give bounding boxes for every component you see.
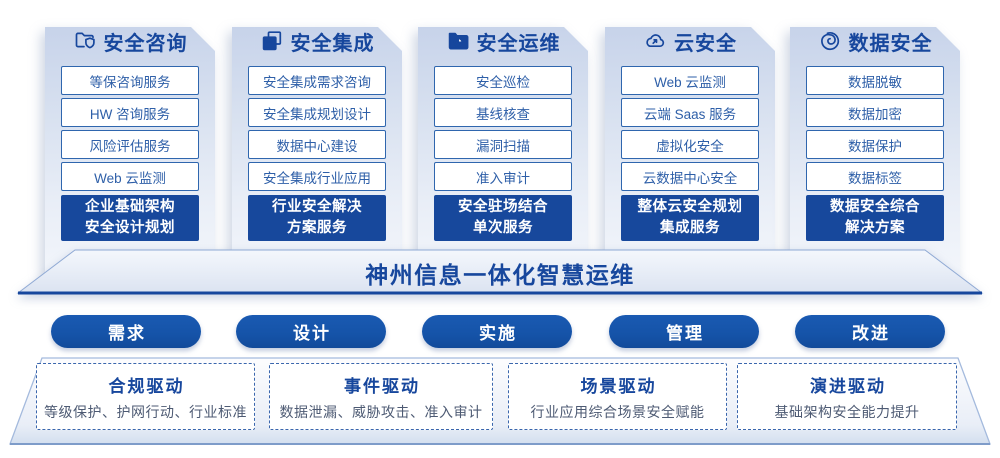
- driver-title: 合规驱动: [108, 376, 185, 396]
- service-item: 准入审计: [434, 162, 572, 191]
- spiral-icon: [818, 29, 842, 53]
- driver-desc: 数据泄漏、威胁攻击、准入审计: [279, 403, 483, 420]
- card-background: 云安全 Web 云监测 云端 Saas 服务 虚拟化安全 云数据中心安全 整体云…: [605, 27, 775, 275]
- card-background: 安全集成 安全集成需求咨询 安全集成规划设计 数据中心建设 安全集成行业应用 行…: [232, 27, 402, 275]
- documents-icon: [260, 29, 284, 53]
- service-item: 安全集成规划设计: [248, 98, 386, 127]
- card-footer: 安全驻场结合 单次服务: [434, 195, 572, 241]
- service-item: 数据保护: [806, 130, 944, 159]
- service-card-integration: 安全集成 安全集成需求咨询 安全集成规划设计 数据中心建设 安全集成行业应用 行…: [232, 5, 402, 253]
- service-item: 数据中心建设: [248, 130, 386, 159]
- card-items: 安全巡检 基线核查 漏洞扫描 准入审计: [418, 66, 588, 191]
- driver-box-evolution: 演进驱动 基础架构安全能力提升: [737, 363, 957, 430]
- service-item: 风险评估服务: [61, 130, 199, 159]
- platform-banner-title: 神州信息一体化智慧运维: [365, 262, 635, 288]
- service-item: Web 云监测: [61, 162, 199, 191]
- service-item: 云端 Saas 服务: [621, 98, 759, 127]
- service-item: 云数据中心安全: [621, 162, 759, 191]
- driver-desc: 等级保护、护网行动、行业标准: [44, 403, 247, 420]
- service-item: 虚拟化安全: [621, 130, 759, 159]
- card-footer-line: 集成服务: [660, 220, 720, 236]
- driver-desc: 基础架构安全能力提升: [774, 403, 920, 420]
- cloud-icon: [643, 29, 667, 53]
- service-item: 数据脱敏: [806, 66, 944, 95]
- step-pill-improve: 改进: [795, 315, 945, 348]
- card-header: 安全集成: [232, 27, 402, 55]
- service-item: 数据标签: [806, 162, 944, 191]
- service-card-operations: 安全运维 安全巡检 基线核查 漏洞扫描 准入审计 安全驻场结合 单次服务: [418, 5, 588, 253]
- card-footer-line: 方案服务: [287, 220, 347, 236]
- card-footer-line: 行业安全解决: [272, 199, 362, 216]
- card-footer-line: 整体云安全规划: [637, 199, 743, 216]
- card-items: Web 云监测 云端 Saas 服务 虚拟化安全 云数据中心安全: [605, 66, 775, 191]
- service-card-cloud-security: 云安全 Web 云监测 云端 Saas 服务 虚拟化安全 云数据中心安全 整体云…: [605, 5, 775, 253]
- card-footer: 行业安全解决 方案服务: [248, 195, 386, 241]
- service-card-data-security: 数据安全 数据脱敏 数据加密 数据保护 数据标签 数据安全综合 解决方案: [790, 5, 960, 253]
- card-title: 云安全: [674, 32, 737, 55]
- driver-box-compliance: 合规驱动 等级保护、护网行动、行业标准: [36, 363, 255, 430]
- card-background: 安全运维 安全巡检 基线核查 漏洞扫描 准入审计 安全驻场结合 单次服务: [418, 27, 588, 275]
- card-title: 安全集成: [290, 32, 375, 55]
- card-footer: 整体云安全规划 集成服务: [621, 195, 759, 241]
- step-pill-implement: 实施: [422, 315, 572, 348]
- folder-pie-icon: [446, 29, 470, 53]
- service-item: 安全集成行业应用: [248, 162, 386, 191]
- card-footer-line: 数据安全综合: [830, 199, 920, 216]
- card-title: 数据安全: [848, 32, 933, 55]
- card-background: 数据安全 数据脱敏 数据加密 数据保护 数据标签 数据安全综合 解决方案: [790, 27, 960, 275]
- card-title: 安全咨询: [103, 32, 188, 55]
- driver-box-incident: 事件驱动 数据泄漏、威胁攻击、准入审计: [269, 363, 493, 430]
- service-item: HW 咨询服务: [61, 98, 199, 127]
- card-footer-line: 安全驻场结合: [458, 199, 548, 216]
- card-header: 安全咨询: [45, 27, 215, 55]
- card-footer-line: 企业基础架构: [85, 199, 175, 216]
- service-item: Web 云监测: [621, 66, 759, 95]
- driver-title: 演进驱动: [810, 376, 886, 396]
- card-header: 安全运维: [418, 27, 588, 55]
- driver-box-scenario: 场景驱动 行业应用综合场景安全赋能: [508, 363, 727, 430]
- card-footer-line: 解决方案: [845, 220, 905, 236]
- service-item: 数据加密: [806, 98, 944, 127]
- card-header: 云安全: [605, 27, 775, 55]
- folder-shield-icon: [73, 29, 97, 53]
- card-footer: 数据安全综合 解决方案: [806, 195, 944, 241]
- service-item: 等保咨询服务: [61, 66, 199, 95]
- card-items: 数据脱敏 数据加密 数据保护 数据标签: [790, 66, 960, 191]
- driver-title: 事件驱动: [344, 376, 420, 396]
- card-header: 数据安全: [790, 27, 960, 55]
- card-footer-line: 安全设计规划: [85, 220, 175, 236]
- step-pill-demand: 需求: [51, 315, 201, 348]
- card-footer: 企业基础架构 安全设计规划: [61, 195, 199, 241]
- card-footer-line: 单次服务: [473, 220, 533, 236]
- driver-desc: 行业应用综合场景安全赋能: [530, 403, 705, 420]
- card-items: 等保咨询服务 HW 咨询服务 风险评估服务 Web 云监测: [45, 66, 215, 191]
- service-card-consulting: 安全咨询 等保咨询服务 HW 咨询服务 风险评估服务 Web 云监测 企业基础架…: [45, 5, 215, 253]
- service-item: 安全集成需求咨询: [248, 66, 386, 95]
- card-title: 安全运维: [476, 32, 561, 55]
- service-item: 基线核查: [434, 98, 572, 127]
- service-item: 漏洞扫描: [434, 130, 572, 159]
- driver-title: 场景驱动: [580, 376, 657, 396]
- card-background: 安全咨询 等保咨询服务 HW 咨询服务 风险评估服务 Web 云监测 企业基础架…: [45, 27, 215, 275]
- step-pill-design: 设计: [236, 315, 386, 348]
- step-pill-manage: 管理: [609, 315, 759, 348]
- service-item: 安全巡检: [434, 66, 572, 95]
- card-items: 安全集成需求咨询 安全集成规划设计 数据中心建设 安全集成行业应用: [232, 66, 402, 191]
